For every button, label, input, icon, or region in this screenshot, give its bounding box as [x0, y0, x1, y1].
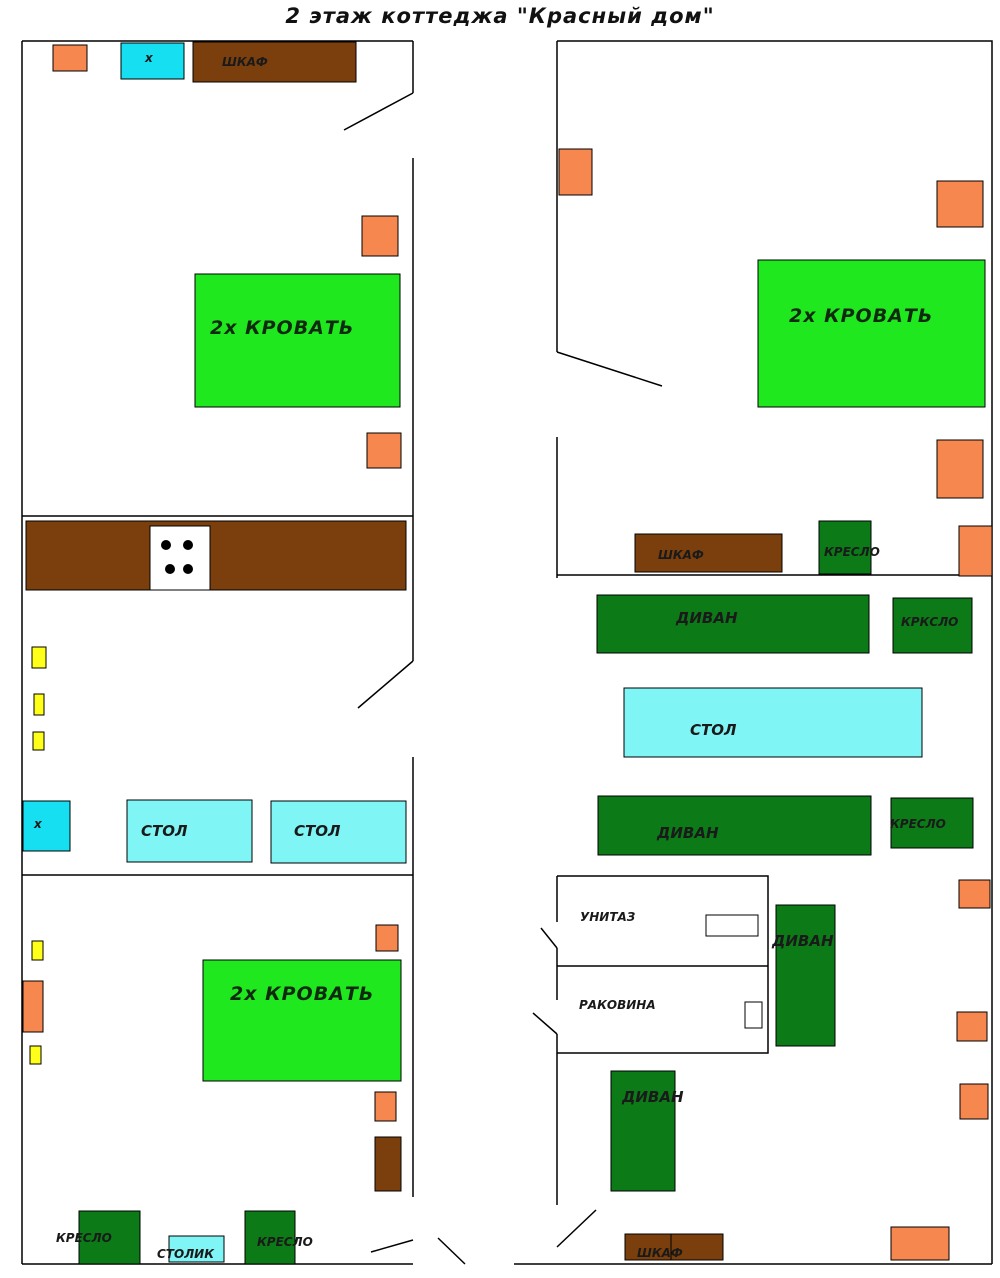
walls	[21, 40, 993, 1265]
heater	[361, 215, 399, 257]
door-swing-bedroom2	[556, 351, 663, 387]
lamp	[32, 731, 45, 751]
plan-title: 2 этаж коттеджа "Красный дом"	[285, 4, 715, 28]
door-swing-bedroom3	[370, 1239, 414, 1253]
table	[270, 800, 407, 864]
wardrobe	[624, 1233, 724, 1261]
heater	[958, 879, 991, 909]
kitchen-counter	[25, 520, 407, 591]
heater	[956, 1011, 988, 1042]
heater	[366, 432, 402, 469]
lamp	[33, 693, 45, 716]
table-label: СТОЛ	[294, 822, 341, 840]
table-label: СТОЛ	[690, 721, 737, 739]
sofa	[597, 795, 872, 856]
armchair-label: КРЕСЛО	[56, 1231, 112, 1245]
sofa-label: ДИВАН	[621, 1088, 684, 1106]
double-bed	[194, 273, 401, 408]
heater	[936, 439, 984, 499]
armchair-label: КРЕСЛО	[824, 545, 880, 559]
table	[126, 799, 253, 863]
armchair	[244, 1210, 296, 1265]
fridge-label: х	[144, 51, 154, 65]
heater	[958, 525, 993, 577]
sofa	[610, 1070, 676, 1192]
double-bed	[202, 959, 402, 1082]
fridge-label: х	[33, 817, 43, 831]
door-swing-living	[556, 1209, 597, 1248]
wardrobe-label: ШКАФ	[222, 55, 268, 69]
wardrobe	[634, 533, 783, 573]
stove-burner	[183, 564, 193, 574]
wardrobe-label: ШКАФ	[637, 1246, 683, 1260]
stove-burner	[161, 540, 171, 550]
armchair-label: КРЕСЛО	[257, 1235, 313, 1249]
heater	[52, 44, 88, 72]
outer-wall-top-right	[557, 40, 993, 578]
door-swing-bedroom1	[343, 92, 414, 131]
stove-burner	[165, 564, 175, 574]
armchair-label: КРКСЛО	[901, 615, 958, 629]
heater	[375, 924, 399, 952]
sofa-label: ДИВАН	[675, 609, 738, 627]
heater	[890, 1226, 950, 1261]
double-bed-label: 2х КРОВАТЬ	[210, 317, 354, 339]
small-table-label: СТОЛИК	[157, 1247, 215, 1261]
nightstand	[374, 1136, 402, 1192]
armchair	[890, 797, 974, 849]
stove-burner	[183, 540, 193, 550]
heater	[374, 1091, 397, 1122]
sofa	[775, 904, 836, 1047]
lamp	[31, 940, 44, 961]
fridge	[120, 42, 185, 80]
wardrobe-label: ШКАФ	[658, 548, 704, 562]
toilet	[705, 914, 759, 937]
wardrobe	[192, 41, 357, 83]
lamp	[31, 646, 47, 669]
door-swing-kitchen	[357, 660, 414, 709]
double-bed-label: 2х КРОВАТЬ	[789, 305, 933, 327]
armchair	[78, 1210, 141, 1265]
table	[623, 687, 923, 758]
toilet-label: УНИТАЗ	[580, 910, 636, 924]
sink	[744, 1001, 763, 1029]
fridge	[22, 800, 71, 852]
table-label: СТОЛ	[141, 822, 188, 840]
heater	[959, 1083, 989, 1120]
double-bed	[757, 259, 986, 408]
heater	[936, 180, 984, 228]
partition-wc-top	[557, 875, 769, 1054]
sofa-label: ДИВАН	[656, 824, 719, 842]
lamp	[29, 1045, 42, 1065]
heater	[22, 980, 44, 1033]
armchair	[818, 520, 872, 575]
armchair	[892, 597, 973, 654]
heater	[558, 148, 593, 196]
small-table	[168, 1235, 225, 1263]
sink-label: РАКОВИНА	[579, 998, 656, 1012]
double-bed-label: 2х КРОВАТЬ	[230, 983, 374, 1005]
sofa-label: ДИВАН	[771, 932, 834, 950]
door-swing-toilet	[540, 927, 558, 949]
door-swing-entrance	[437, 1237, 466, 1265]
stove	[149, 525, 211, 591]
sofa	[596, 594, 870, 654]
armchair-label: КРЕСЛО	[890, 817, 946, 831]
door-swing-bath	[532, 1012, 558, 1035]
